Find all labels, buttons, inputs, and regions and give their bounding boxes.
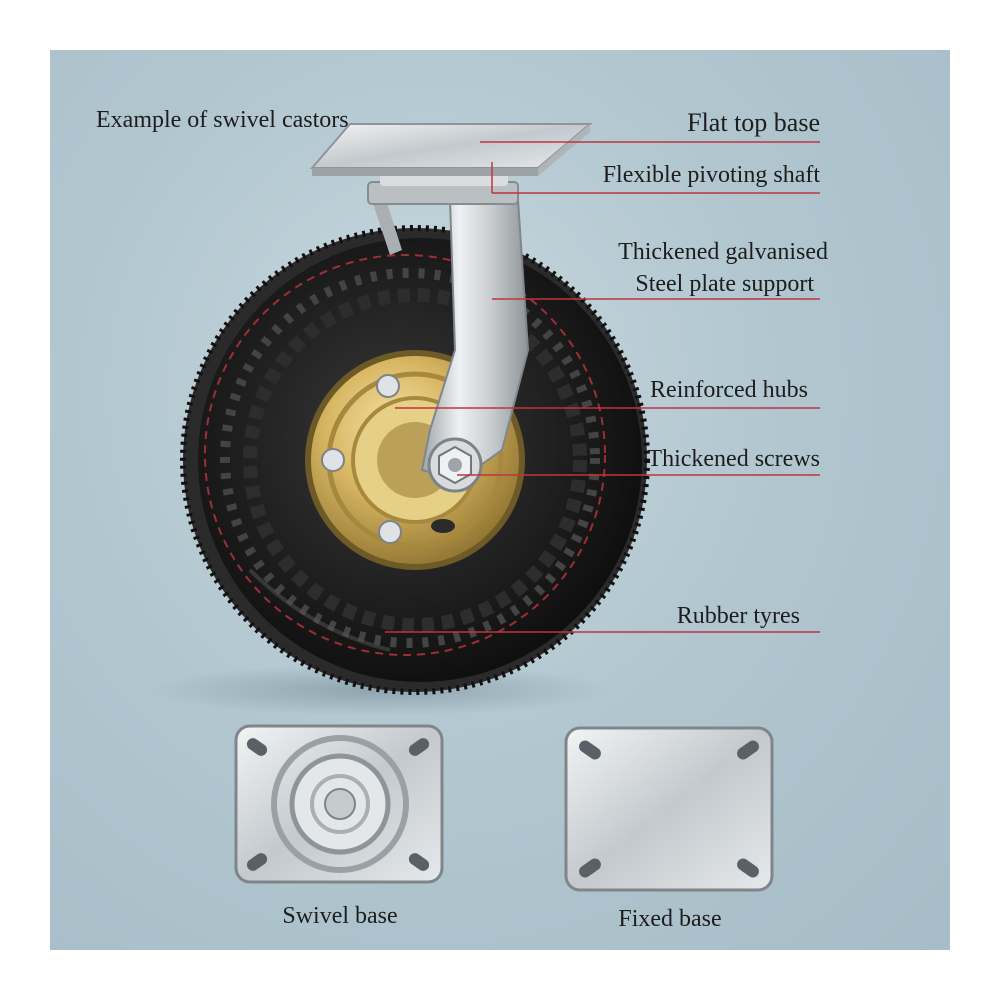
- steel-plate-support: [372, 199, 530, 493]
- leader-lines: [385, 141, 820, 633]
- fixed-base-plate: [564, 726, 774, 892]
- hub-bolt: [321, 448, 345, 472]
- label-flat-top-base: Flat top base: [687, 108, 820, 137]
- castor-illustration: [150, 123, 820, 892]
- label-swivel-base: Swivel base: [282, 903, 398, 929]
- label-pivoting-shaft: Flexible pivoting shaft: [602, 162, 820, 188]
- pivoting-shaft: [367, 174, 519, 205]
- label-fixed-base: Fixed base: [618, 906, 722, 932]
- hub-bolt: [378, 520, 402, 544]
- label-steel-plate-line2: Steel plate support: [635, 271, 814, 297]
- hub-bolt: [376, 374, 400, 398]
- label-thickened-screws: Thickened screws: [647, 446, 820, 472]
- swivel-base-plate: [234, 724, 444, 884]
- label-steel-plate-line1: Thickened galvanised: [618, 239, 828, 265]
- label-rubber-tyres: Rubber tyres: [676, 603, 800, 629]
- product-panel: Example of swivel castors Flat top base …: [50, 50, 950, 950]
- page-title: Example of swivel castors: [96, 107, 349, 133]
- flat-top-plate: [309, 123, 593, 176]
- label-reinforced-hubs: Reinforced hubs: [650, 377, 808, 403]
